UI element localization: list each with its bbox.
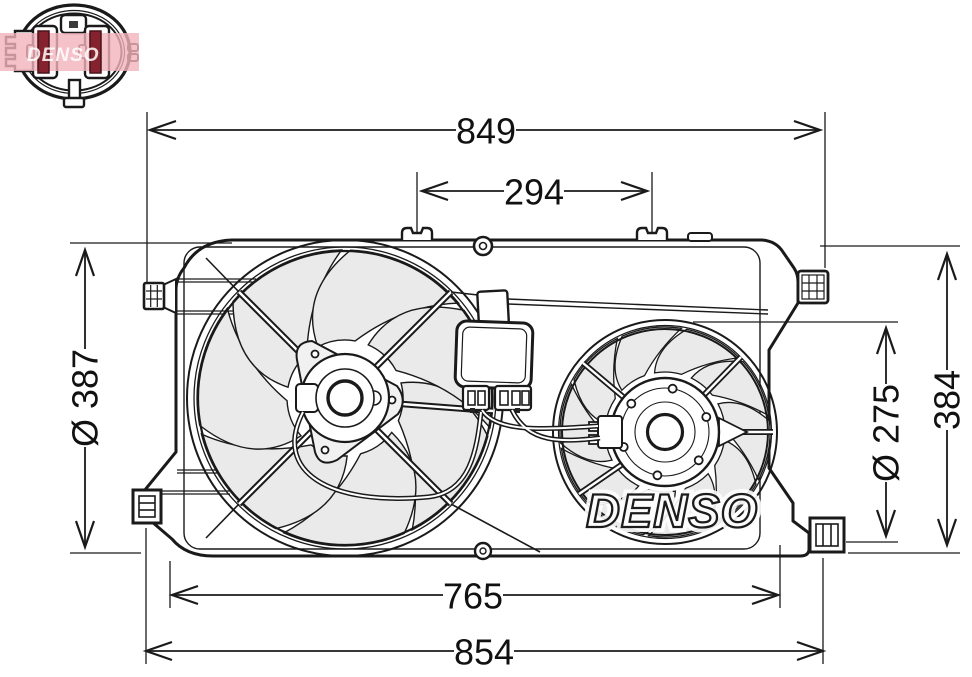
dimension-label-294: 294 <box>504 172 564 213</box>
left-fan-motor-hub <box>295 339 404 464</box>
dimension-label-275: Ø 275 <box>866 384 907 482</box>
right-mounting-foot <box>808 516 846 554</box>
dimension-294: 294 <box>416 172 653 233</box>
dimension-label-849: 849 <box>456 111 516 152</box>
brand-watermark: DENSO DENSO <box>581 479 762 542</box>
module-body <box>453 319 535 391</box>
right-fan-shaft <box>645 412 685 452</box>
dimension-849: 849 <box>146 111 826 282</box>
fan-shroud-assembly <box>131 216 846 592</box>
connector-terminal-pin <box>37 30 50 74</box>
dimension-384: 384 <box>820 245 968 554</box>
left-side-connector <box>142 277 177 315</box>
module-bracket <box>476 289 510 326</box>
left-mounting-foot <box>131 488 163 525</box>
pin-connector-icon: DENSO <box>0 3 139 109</box>
control-module <box>453 289 769 413</box>
shroud-grommets <box>472 235 494 561</box>
connector-watermark-text: DENSO <box>27 45 100 66</box>
dimension-275: Ø 275 <box>693 321 907 543</box>
dimension-854: 854 <box>142 528 827 673</box>
connector-terminal-pin <box>89 30 102 74</box>
dimension-label-384: 384 <box>927 370 968 430</box>
dimension-annotations: 849 294 Ø 387 <box>65 111 968 673</box>
dimension-label-765: 765 <box>443 576 503 617</box>
brand-watermark-text: DENSO <box>586 484 758 537</box>
right-fan <box>537 301 793 563</box>
dimension-label-387: Ø 387 <box>65 349 106 447</box>
connector-watermark-band <box>0 33 139 71</box>
left-fan-shaft <box>326 379 364 417</box>
dimension-765: 765 <box>168 545 782 617</box>
dimension-label-854: 854 <box>454 632 514 673</box>
brand-watermark-halo: DENSO <box>586 484 758 537</box>
wiring-harness <box>292 408 601 501</box>
right-side-connector <box>796 269 830 305</box>
dimension-387: Ø 387 <box>65 242 232 554</box>
left-fan <box>152 216 541 592</box>
